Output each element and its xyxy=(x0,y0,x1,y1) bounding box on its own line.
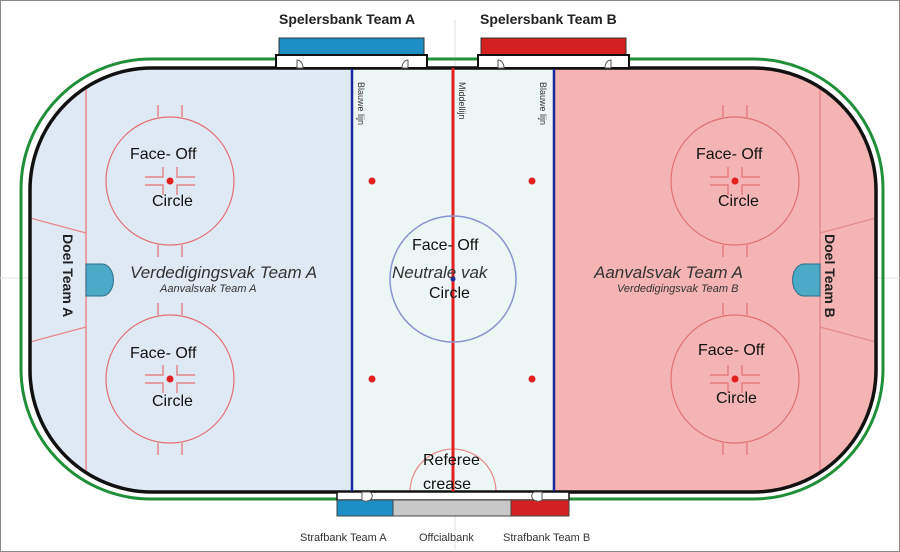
bench-team-b-label: Spelersbank Team B xyxy=(480,11,617,27)
goal-crease-a xyxy=(85,263,114,297)
blue-line-left-label: Blauwe lijn xyxy=(356,82,366,126)
penalty-box-a xyxy=(336,499,394,517)
official-box xyxy=(392,499,512,517)
official-bench-label: Offcialbank xyxy=(419,532,474,544)
penalty-box-b xyxy=(510,499,570,517)
defensive-zone-a xyxy=(30,68,352,492)
neutral-zone-label: Neutrale vak xyxy=(392,263,488,282)
goal-crease-b xyxy=(792,263,821,297)
faceoff-label-center: Face- Off xyxy=(412,237,479,254)
faceoff-label-br: Face- Off xyxy=(698,342,765,359)
left-zone-main-label: Verdedigingsvak Team A xyxy=(130,263,318,282)
blue-line-right-label: Blauwe lijn xyxy=(538,82,548,126)
right-zone-main-label: Aanvalsvak Team A xyxy=(594,263,743,282)
faceoff-label-bl-2: Circle xyxy=(152,393,193,410)
faceoff-label-br-2: Circle xyxy=(716,390,757,407)
faceoff-label-tl: Face- Off xyxy=(130,146,197,163)
left-zone-sub-label: Aanvalsvak Team A xyxy=(160,283,257,295)
faceoff-label-bl: Face- Off xyxy=(130,345,197,362)
faceoff-label-tl-2: Circle xyxy=(152,193,193,210)
attack-zone-a xyxy=(554,68,876,492)
goal-team-b-label: Doel Team B xyxy=(822,234,838,318)
faceoff-label-tr: Face- Off xyxy=(696,146,763,163)
faceoff-label-tr-2: Circle xyxy=(718,193,759,210)
goal-team-a-label: Doel Team A xyxy=(60,234,76,318)
bench-team-a xyxy=(278,37,425,56)
penalty-team-a-label: Strafbank Team A xyxy=(300,532,387,544)
bench-team-b xyxy=(480,37,627,56)
right-zone-sub-label: Verdedigingsvak Team B xyxy=(617,283,739,295)
center-line-label: Middellijn xyxy=(457,82,467,120)
penalty-team-b-label: Strafbank Team B xyxy=(503,532,591,544)
referee-crease-label: Referee xyxy=(423,452,480,469)
referee-crease-label-2: crease xyxy=(423,476,472,493)
center-faceoff-circle xyxy=(389,215,517,343)
faceoff-label-center-2: Circle xyxy=(429,285,470,302)
bench-team-a-label: Spelersbank Team A xyxy=(279,11,416,27)
